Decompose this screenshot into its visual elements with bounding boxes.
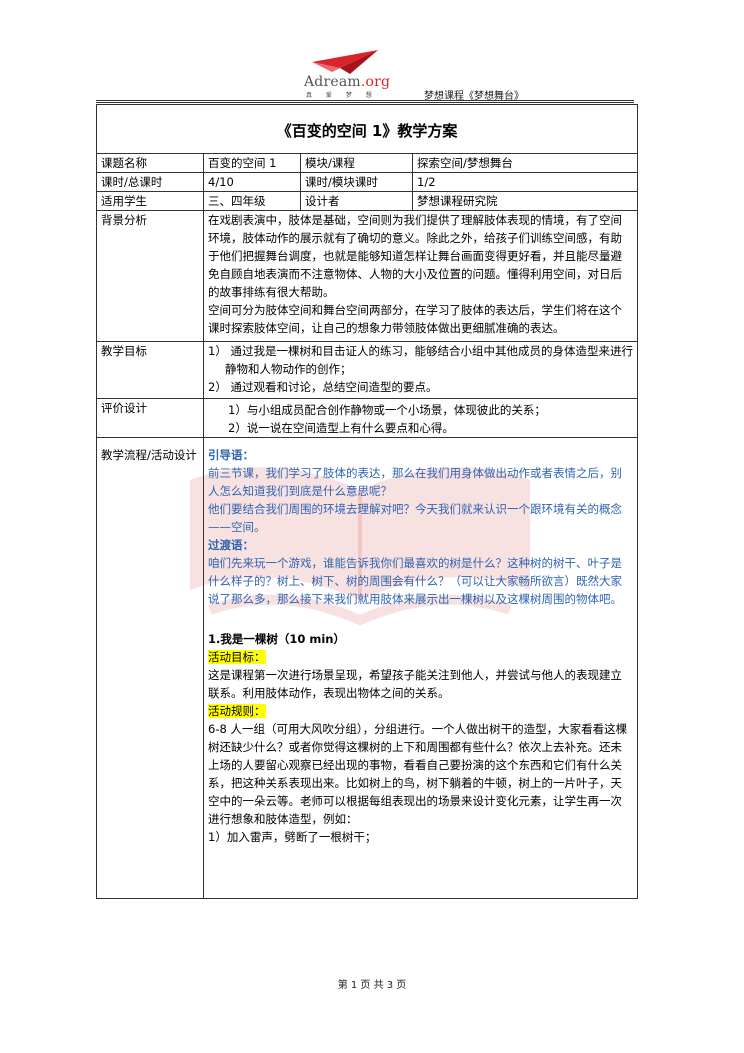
evaluation-content: 1）与小组成员配合创作静物或一个小场景，体现彼此的关系； 2）说一说在空间造型上… <box>202 398 639 438</box>
info-label: 课题名称 <box>96 153 204 173</box>
info-label: 适用学生 <box>96 191 204 211</box>
goals-list: 1） 通过我是一棵树和目击证人的练习，能够结合小组中其他成员的身体造型来进行静物… <box>208 342 633 396</box>
target-label: 活动目标： <box>208 650 266 664</box>
goals-content: 1） 通过我是一棵树和目击证人的练习，能够结合小组中其他成员的身体造型来进行静物… <box>202 341 639 399</box>
process-content: 引导语： 前三节课，我们学习了肢体的表达，那么在我们用身体做出动作或者表情之后，… <box>202 437 639 899</box>
adream-logo: Adream.org 真 爱 梦 想 <box>290 48 400 99</box>
lesson-plan-table: 《百变的空间 1》教学方案 课题名称 百变的空间 1 模块/课程 探索空间/梦想… <box>95 104 639 899</box>
info-row: 课时/总课时 4/10 课时/模块课时 1/2 <box>96 172 639 192</box>
info-value: 4/10 <box>203 172 301 192</box>
target-label-line: 活动目标： <box>208 648 633 666</box>
info-value: 三、四年级 <box>203 191 301 211</box>
info-label: 设计者 <box>300 191 413 211</box>
info-value: 探索空间/梦想舞台 <box>411 153 639 173</box>
section-label: 背景分析 <box>96 210 204 342</box>
info-row: 适用学生 三、四年级 设计者 梦想课程研究院 <box>96 191 639 211</box>
info-label: 模块/课程 <box>300 153 413 173</box>
info-label: 课时/模块课时 <box>300 172 413 192</box>
list-item: 1） 通过我是一棵树和目击证人的练习，能够结合小组中其他成员的身体造型来进行静物… <box>208 344 633 376</box>
paragraph: 他们要结合我们周围的环境去理解对吧？今天我们就来认识一个跟环境有关的概念——空间… <box>208 502 622 534</box>
paragraph: 空间可分为肢体空间和舞台空间两部分，在学习了肢体的表达后，学生们将在这个课时探索… <box>208 303 622 335</box>
paragraph: 在戏剧表演中，肢体是基础，空间则为我们提供了理解肢体表现的情境，有了空间环境，肢… <box>208 213 622 299</box>
list-item: 2） 通过观看和讨论，总结空间造型的要点。 <box>208 380 438 394</box>
paragraph: 6-8 人一组（可用大风吹分组），分组进行。一个人做出树干的造型，大家看看这棵树… <box>208 722 628 826</box>
course-name: 梦想课程《梦想舞台》 <box>424 91 524 102</box>
info-row: 课题名称 百变的空间 1 模块/课程 探索空间/梦想舞台 <box>96 153 639 173</box>
logo-tagline: 真 爱 梦 想 <box>306 92 378 99</box>
section-label: 教学流程/活动设计 <box>96 437 204 899</box>
section-label: 教学目标 <box>96 341 204 399</box>
rules-label-line: 活动规则： <box>208 702 633 720</box>
paragraph: 这是课程第一次进行场景呈现，希望孩子能关注到他人，并尝试与他人的表现建立联系。利… <box>208 668 622 700</box>
paragraph: 咱们先来玩一个游戏，谁能告诉我你们最喜欢的树是什么？这种树的树干、叶子是什么样子… <box>208 556 622 606</box>
header-divider <box>96 100 634 103</box>
background-row: 背景分析 在戏剧表演中，肢体是基础，空间则为我们提供了理解肢体表现的情境，有了空… <box>96 210 639 342</box>
process-row: 教学流程/活动设计 引导语： 前三节课，我们学习了肢体的表达，那么在我们用身体做… <box>96 437 639 899</box>
goals-row: 教学目标 1） 通过我是一棵树和目击证人的练习，能够结合小组中其他成员的身体造型… <box>96 341 639 399</box>
transition-label: 过渡语： <box>208 538 254 552</box>
section-label: 评价设计 <box>96 398 204 438</box>
rules-label: 活动规则： <box>208 704 266 718</box>
info-value: 百变的空间 1 <box>203 153 301 173</box>
paragraph: 1）加入雷声，劈断了一根树干； <box>208 830 377 844</box>
evaluation-row: 评价设计 1）与小组成员配合创作静物或一个小场景，体现彼此的关系； 2）说一说在… <box>96 398 639 438</box>
activity-title: 1.我是一棵树（10 min） <box>208 632 345 646</box>
list-item: 1）与小组成员配合创作静物或一个小场景，体现彼此的关系； <box>228 403 546 417</box>
background-content: 在戏剧表演中，肢体是基础，空间则为我们提供了理解肢体表现的情境，有了空间环境，肢… <box>202 210 639 342</box>
list-item: 2）说一说在空间造型上有什么要点和心得。 <box>228 421 454 435</box>
logo-wordmark: Adream.org <box>304 74 391 90</box>
info-value: 1/2 <box>411 172 639 192</box>
page-number: 第 1 页 共 3 页 <box>337 980 407 991</box>
spacer <box>208 608 633 626</box>
info-value: 梦想课程研究院 <box>411 191 639 211</box>
paragraph: 前三节课，我们学习了肢体的表达，那么在我们用身体做出动作或者表情之后，别人怎么知… <box>208 466 622 498</box>
intro-label: 引导语： <box>208 448 254 462</box>
paper-plane-icon <box>312 50 378 74</box>
page-title: 《百变的空间 1》教学方案 <box>95 104 639 154</box>
info-label: 课时/总课时 <box>96 172 204 192</box>
